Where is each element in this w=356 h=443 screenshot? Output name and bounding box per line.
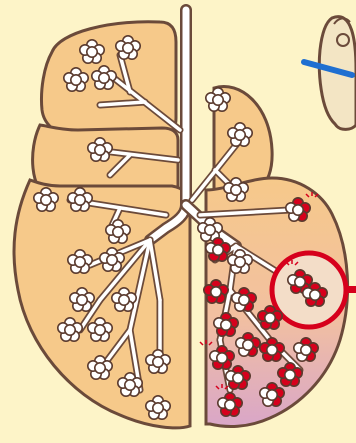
highlight-connector [344, 286, 356, 293]
